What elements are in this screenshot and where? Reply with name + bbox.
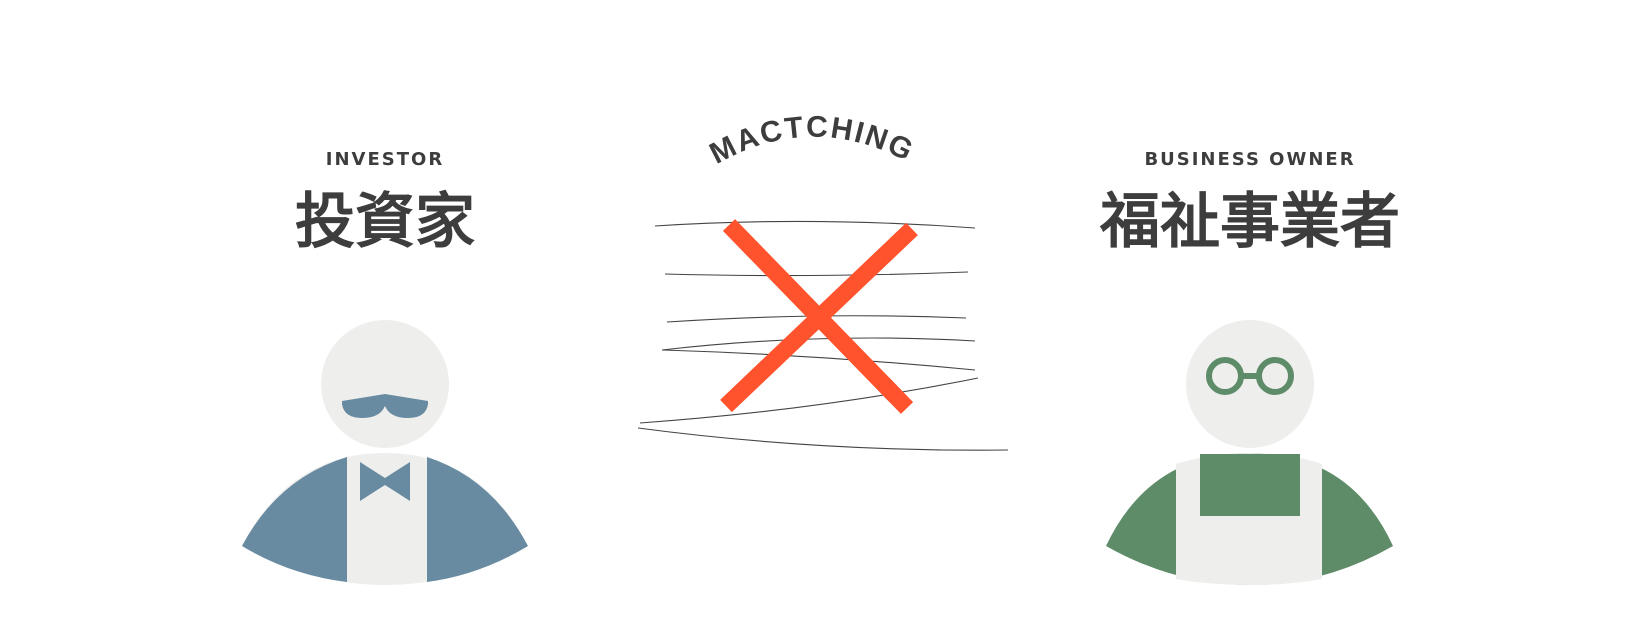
glasses-icon <box>1206 357 1294 395</box>
apron-pocket <box>1200 454 1300 516</box>
line-6 <box>639 377 979 424</box>
owner-section: BUSINESS OWNER 福祉事業者 <box>1000 0 1490 626</box>
owner-label-ja: 福祉事業者 <box>1100 187 1400 257</box>
matching-label-text: MACTCHING <box>704 111 917 171</box>
investor-label-en: INVESTOR <box>325 149 445 170</box>
bow-tie-icon <box>360 462 410 501</box>
owner-avatar-icon <box>1106 320 1393 585</box>
mustache-icon <box>342 394 428 418</box>
line-7 <box>637 427 1009 451</box>
line-5 <box>662 349 976 371</box>
investor-label-ja: 投資家 <box>295 187 475 257</box>
owner-head <box>1186 320 1314 448</box>
line-2 <box>664 271 969 277</box>
jacket-right <box>427 457 528 582</box>
matching-label: MACTCHING <box>704 111 919 171</box>
investor-section: INVESTOR 投資家 <box>200 0 570 626</box>
tangled-lines <box>637 220 1009 451</box>
owner-label-en: BUSINESS OWNER <box>1144 149 1356 170</box>
line-4 <box>661 337 976 351</box>
jacket-left <box>242 457 347 582</box>
investor-avatar-icon <box>242 320 528 585</box>
line-1 <box>654 220 976 229</box>
cross-icon <box>720 219 918 414</box>
investor-head <box>321 320 449 448</box>
